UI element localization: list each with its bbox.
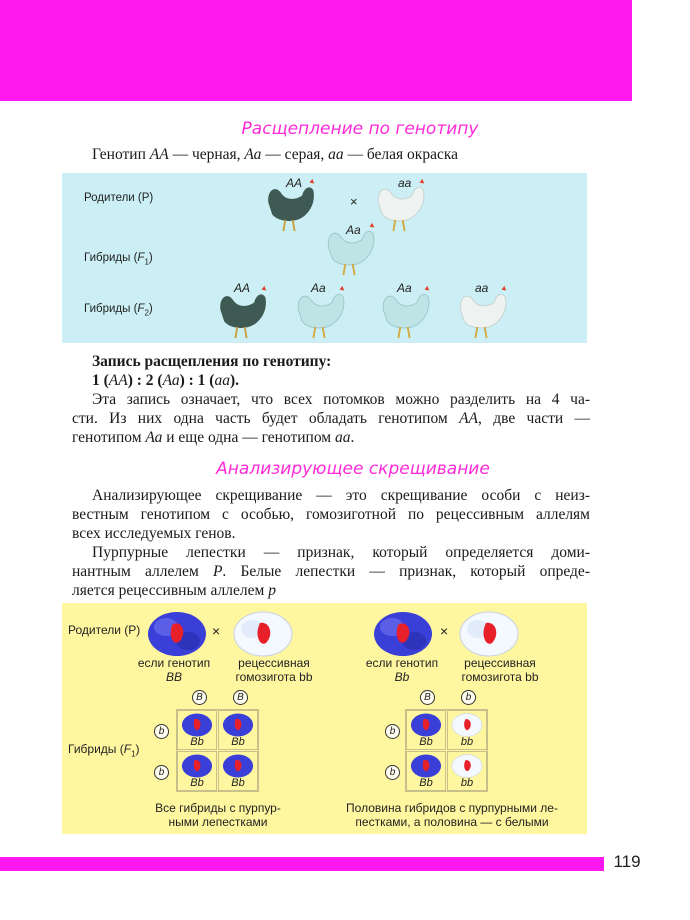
punnett-cell: Bb [177,751,217,791]
genotype-figure: Родители (P) Гибриды (F1) Гибриды (F2) А… [62,173,587,343]
cross-sign: × [212,623,221,639]
punnett-cell: Bb [218,751,258,791]
petal-alleles-paragraph: Пурпурные лепестки — признак, который оп… [72,544,590,599]
left-conclusion: Все гибриды с пурпур- ными лепестками [155,801,281,829]
gamete-allele: b [461,690,476,705]
record-explanation: Эта запись означает, что всех потомков м… [72,391,590,446]
f1-label: Гибриды (F1) [68,742,140,759]
white-flower-icon [451,754,483,778]
cross-sign: × [440,623,449,639]
punnett-grid: Bb Bb Bb Bb [176,709,259,792]
white-flower-icon [451,713,483,737]
f2-genotype-label: Аа [311,281,326,295]
f2-genotype-label: АА [234,281,251,295]
punnett-cell: Bb [177,710,217,750]
gamete-allele: b [154,765,169,780]
white-hen-icon [459,285,507,339]
flower-test-cross-figure: Родители (P) Гибриды (F1) × если генотип… [62,603,587,834]
black-hen-icon [220,285,267,339]
genotype-color-line: Генотип АА — черная, Аа — серая, аа — бе… [92,146,459,163]
gamete-allele: B [192,690,207,705]
punnett-cell: Bb [406,751,446,791]
purple-flower-icon [181,713,213,737]
section-heading-test-cross: Анализирующее скрещивание [216,459,490,479]
parent-caption: рецессивная гомозигота bb [235,656,313,684]
row-label-f1: Гибриды (F1) [84,252,153,267]
white-hen-icon [377,178,425,232]
parent-caption: если генотип Bb [365,656,439,684]
gamete-allele: b [385,765,400,780]
parent-caption: если генотип BB [137,656,211,684]
purple-flower-icon [410,754,442,778]
right-conclusion: Половина гибридов с пурпурными ле- пестк… [346,801,558,829]
f2-genotype-label: аа [475,281,489,295]
purple-flower-icon [374,612,432,656]
purple-flower-icon [181,754,213,778]
section-heading-genotype-split: Расщепление по генотипу [241,119,479,139]
punnett-cell: Bb [406,710,446,750]
punnett-grid: Bb bb Bb bb [405,709,488,792]
gray-hen-icon [297,285,345,339]
gamete-allele: b [385,724,400,739]
punnett-cell: bb [447,751,487,791]
purple-flower-icon [222,713,254,737]
record-title: Запись расщепления по генотипу: [92,353,332,370]
purple-flower-icon [222,754,254,778]
page-number: 119 [613,852,641,871]
black-hen-icon [268,178,315,232]
punnett-cell: Bb [218,710,258,750]
f1-genotype-label: Аа [346,223,361,237]
parent-genotype-label: АА [286,176,303,190]
row-label-parents: Родители (P) [84,192,154,204]
test-cross-definition: Анализирующее скрещивание — это скрещива… [72,487,590,542]
f2-genotype-label: Аа [397,281,412,295]
purple-flower-icon [148,612,206,656]
purple-flower-icon [410,713,442,737]
gray-hen-icon [382,285,430,339]
parents-label: Родители (P) [68,623,141,637]
parent-caption: рецессивная гомозигота bb [461,656,539,684]
gamete-allele: B [420,690,435,705]
punnett-cell: bb [447,710,487,750]
gamete-allele: B [233,690,248,705]
white-flower-icon [459,611,519,657]
top-color-band [0,0,632,101]
gamete-allele: b [154,724,169,739]
parent-genotype-label: аа [398,176,412,190]
white-flower-icon [233,611,293,657]
bottom-color-band [0,857,604,871]
record-formula: 1 (АА) : 2 (Аа) : 1 (аа). [92,372,240,389]
cross-sign: × [350,194,358,209]
gray-hen-icon [327,222,375,276]
row-label-f2: Гибриды (F2) [84,303,153,318]
